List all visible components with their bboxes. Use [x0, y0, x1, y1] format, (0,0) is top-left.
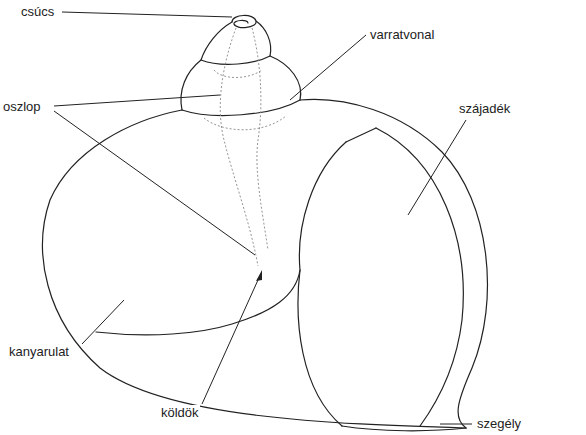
part-label: csúcs: [20, 4, 55, 20]
part-label: köldök: [160, 405, 200, 421]
part-label: szájadék: [458, 101, 511, 117]
leader-line: [440, 424, 472, 425]
leader-line: [62, 12, 232, 17]
leader-line: [54, 95, 220, 106]
leader-line: [82, 300, 124, 344]
arrowhead: [256, 270, 262, 281]
leader-line: [290, 35, 366, 100]
part-label: kanyarulat: [8, 344, 70, 360]
leader-line: [202, 280, 258, 404]
part-label: varratvonal: [369, 27, 435, 43]
part-label: szegély: [476, 416, 522, 432]
part-label: oszlop: [2, 99, 42, 115]
leader-line: [408, 120, 466, 215]
leader-line: [54, 111, 255, 255]
